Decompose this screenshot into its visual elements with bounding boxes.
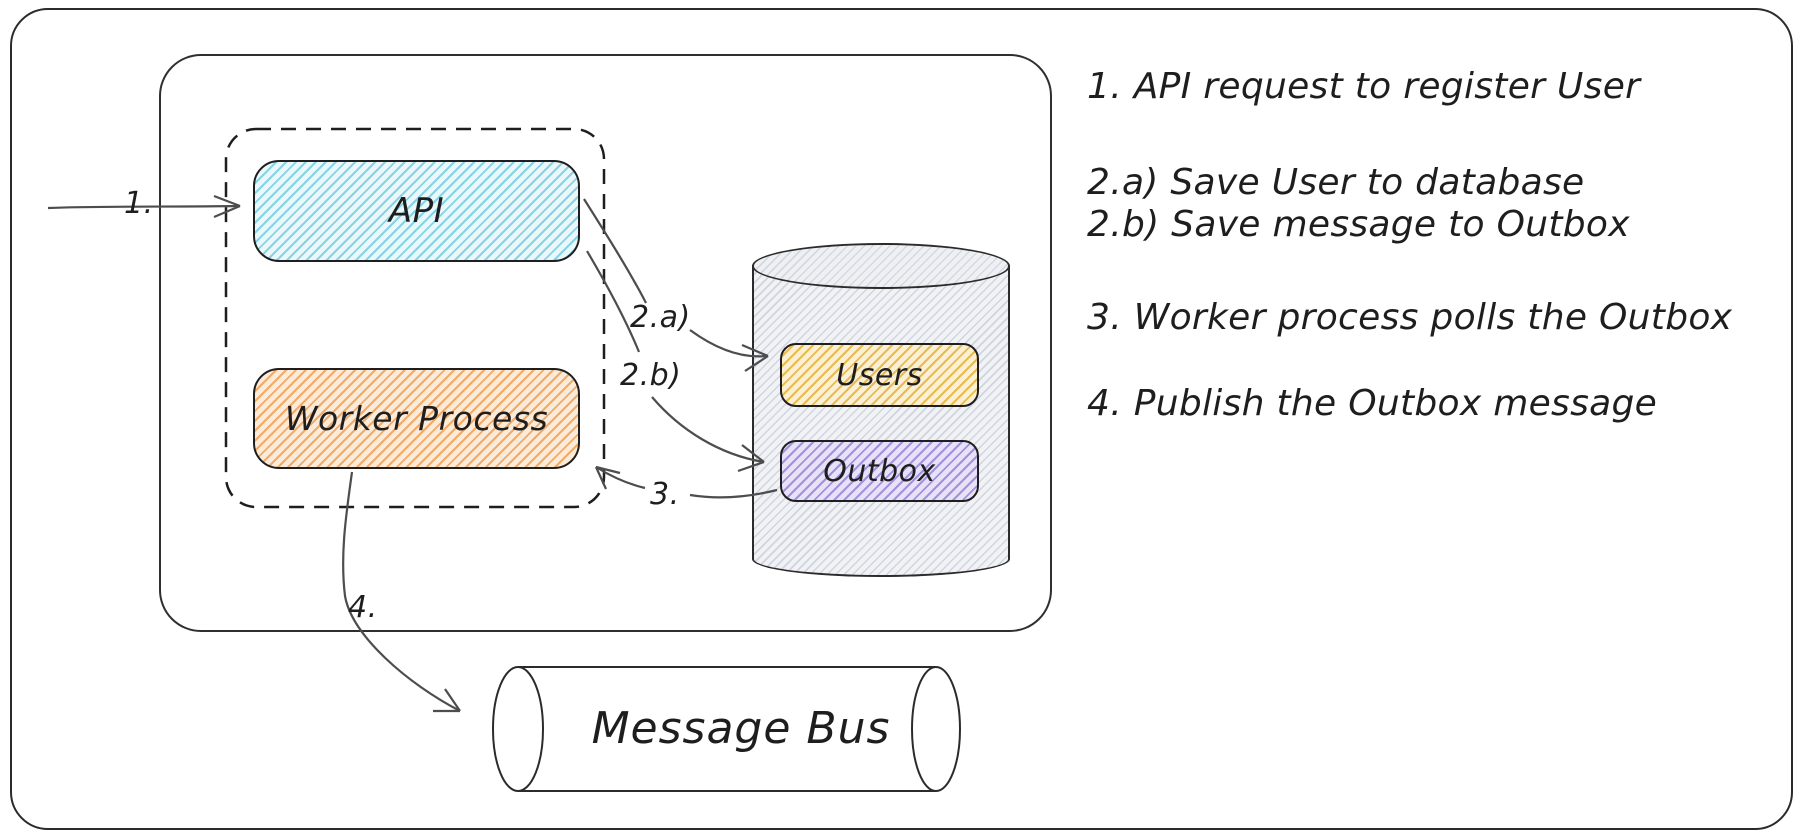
users-table-box: Users (780, 343, 979, 407)
annotation-step-4: 4. Publish the Outbox message (1087, 383, 1658, 424)
step-2a-label: 2.a) (630, 300, 691, 335)
worker-process-label: Worker Process (284, 399, 549, 438)
database-cylinder-body (752, 265, 1010, 577)
step-4-label: 4. (348, 590, 378, 625)
annotation-step-2b: 2.b) Save message to Outbox (1087, 204, 1630, 245)
database-cylinder-top (752, 243, 1010, 289)
message-bus-label: Message Bus (591, 703, 891, 754)
database-cylinder (752, 243, 1010, 577)
annotation-step-2a: 2.a) Save User to database (1087, 162, 1585, 203)
api-label: API (388, 191, 445, 231)
api-box: API (253, 160, 580, 262)
outbox-table-box: Outbox (780, 440, 979, 502)
step-1-label: 1. (124, 186, 154, 221)
users-table-label: Users (836, 357, 923, 393)
annotation-step-1: 1. API request to register User (1087, 66, 1641, 107)
outbox-table-label: Outbox (823, 453, 936, 489)
step-3-label: 3. (650, 477, 680, 512)
annotation-step-3: 3. Worker process polls the Outbox (1087, 297, 1733, 338)
step-2b-label: 2.b) (620, 358, 682, 393)
worker-process-box: Worker Process (253, 368, 580, 469)
